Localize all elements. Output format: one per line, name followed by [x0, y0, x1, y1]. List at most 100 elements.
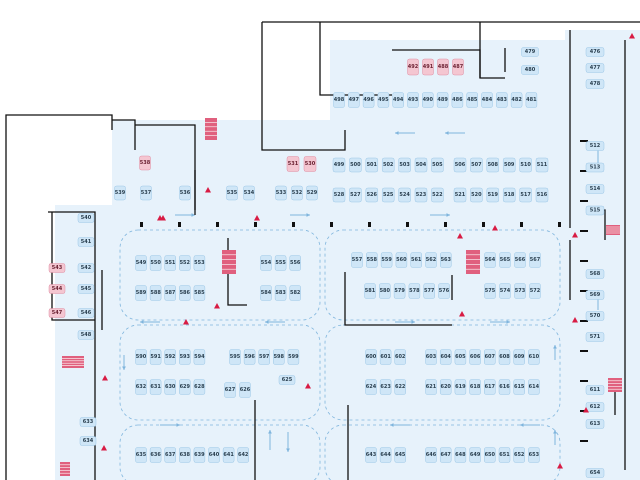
parking-spot-box	[193, 447, 206, 463]
stairwell	[62, 356, 84, 368]
pillar	[580, 440, 588, 442]
parking-spot-label: 614	[529, 384, 540, 390]
parking-spot-box	[179, 185, 191, 201]
parking-spot: 618	[469, 379, 481, 395]
parking-spot: 508	[486, 157, 500, 173]
parking-spot-box	[275, 185, 287, 201]
parking-spot-label: 585	[194, 290, 205, 296]
arrow-head	[265, 320, 269, 324]
aisle-loop	[119, 229, 321, 321]
parking-spot-box	[423, 283, 435, 299]
entrance-marker	[492, 225, 498, 231]
parking-spot-label: 650	[485, 452, 496, 458]
parking-spot-box	[469, 447, 481, 463]
parking-spot: 527	[349, 187, 362, 203]
parking-spot: 478	[585, 79, 605, 89]
parking-spot-box	[407, 58, 419, 76]
parking-spot-label: 576	[439, 288, 450, 294]
parking-spot-box	[484, 349, 496, 365]
parking-spot: 526	[365, 187, 379, 203]
parking-spot: 604	[439, 349, 452, 365]
parking-spot-box	[380, 252, 393, 268]
parking-spot-label: 620	[440, 384, 451, 390]
parking-spot: 565	[499, 252, 511, 268]
wall-line	[51, 212, 95, 321]
parking-spot-box	[431, 187, 444, 203]
parking-spot: 556	[289, 255, 301, 271]
parking-spot: 593	[179, 349, 191, 365]
parking-spot-label: 564	[485, 257, 496, 263]
parking-spot-label: 565	[500, 257, 511, 263]
parking-spot-box	[502, 187, 516, 203]
parking-spot: 541	[77, 237, 95, 247]
parking-spot: 535	[226, 185, 238, 201]
entrance-marker	[629, 33, 635, 39]
parking-spot-box	[164, 255, 176, 271]
parking-spot-box	[585, 47, 605, 57]
parking-spot-box	[164, 349, 176, 365]
parking-spot-box	[407, 92, 419, 108]
parking-spot-label: 553	[194, 260, 205, 266]
parking-spot-label: 574	[500, 288, 511, 294]
parking-spot-label: 528	[334, 192, 345, 198]
parking-spot-box	[513, 379, 525, 395]
parking-spot-label: 556	[290, 260, 301, 266]
parking-spot: 583	[274, 285, 287, 301]
parking-spot: 633	[79, 417, 97, 427]
parking-spot-box	[164, 285, 176, 301]
stairwell	[466, 250, 480, 274]
entrance-marker	[157, 215, 163, 221]
parking-spot-label: 635	[136, 452, 147, 458]
parking-spot-label: 511	[537, 162, 548, 168]
pillar	[254, 222, 257, 227]
parking-spot-box	[179, 447, 191, 463]
parking-spot-box	[349, 187, 362, 203]
parking-spot-box	[585, 311, 605, 321]
parking-spot-box	[222, 447, 235, 463]
parking-spot-label: 516	[537, 192, 548, 198]
parking-spot-box	[332, 157, 346, 173]
parking-spot-box	[226, 185, 238, 201]
parking-spot: 476	[585, 47, 605, 57]
stairwells	[60, 118, 622, 476]
parking-spot-label: 491	[423, 64, 434, 70]
parking-spot-label: 540	[81, 215, 92, 221]
parking-spot: 498	[333, 92, 345, 108]
parking-spot: 504	[414, 157, 428, 173]
parking-spot: 551	[164, 255, 176, 271]
parking-spot-label: 487	[453, 64, 464, 70]
parking-spot: 529	[306, 185, 318, 201]
parking-spot-label: 559	[381, 257, 392, 263]
parking-spot-box	[528, 379, 540, 395]
parking-spot: 510	[519, 157, 532, 173]
parking-spot-box	[585, 162, 605, 173]
parking-spot-label: 589	[136, 290, 147, 296]
parking-spot: 528	[332, 187, 346, 203]
parking-spot-label: 627	[225, 387, 236, 393]
wall-line	[112, 119, 136, 150]
parking-spot: 553	[193, 255, 206, 271]
parking-spot-box	[179, 349, 191, 365]
parking-spot-label: 512	[590, 143, 601, 149]
parking-spot-label: 631	[150, 384, 161, 390]
parking-spot: 518	[502, 187, 516, 203]
parking-spot-label: 652	[514, 452, 525, 458]
parking-spot: 595	[229, 349, 241, 365]
parking-spot-label: 538	[140, 160, 151, 166]
parking-spot-box	[499, 283, 511, 299]
parking-spot-label: 514	[590, 186, 601, 192]
parking-spot: 574	[499, 283, 511, 299]
parking-spot-box	[149, 379, 162, 395]
parking-spot: 628	[193, 379, 206, 395]
parking-spot-label: 606	[470, 354, 481, 360]
parking-spot-label: 529	[307, 190, 318, 196]
parking-spot: 559	[380, 252, 393, 268]
parking-spot-box	[535, 157, 549, 173]
parking-spot: 500	[349, 157, 362, 173]
parking-spot: 599	[287, 349, 300, 365]
parking-spot-label: 503	[399, 162, 410, 168]
parking-spot-label: 572	[530, 288, 541, 294]
parking-spot-box	[333, 92, 345, 108]
parking-spot: 653	[528, 447, 540, 463]
